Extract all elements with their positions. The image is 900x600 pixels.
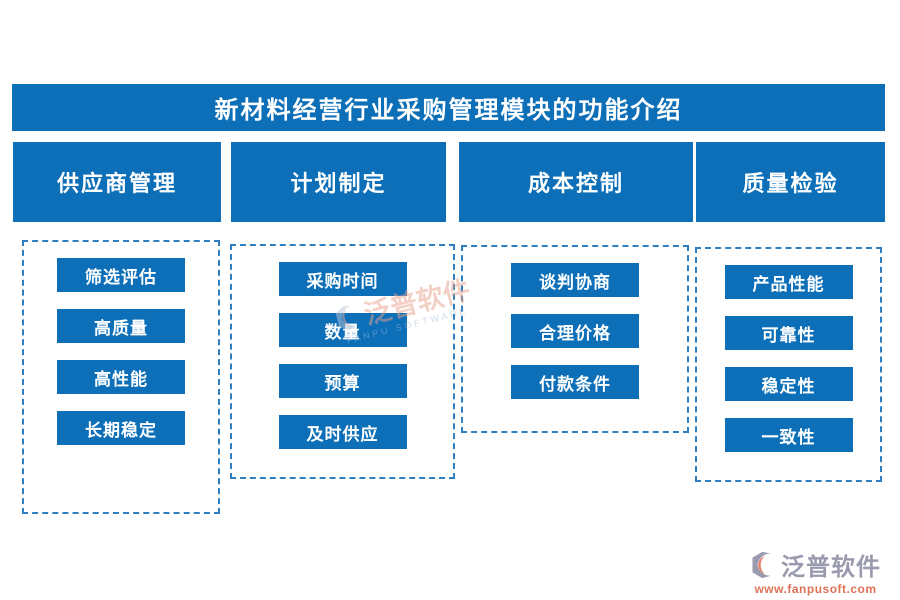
- function-button: 产品性能: [724, 265, 853, 299]
- function-group-quality-inspection: 产品性能可靠性稳定性一致性: [695, 247, 882, 482]
- function-button: 长期稳定: [57, 411, 185, 445]
- function-group-supplier-management: 筛选评估高质量高性能长期稳定: [22, 240, 220, 514]
- function-button: 合理价格: [511, 314, 639, 348]
- function-button: 高质量: [57, 309, 185, 343]
- function-group-plan-making: 采购时间数量预算及时供应: [230, 244, 455, 479]
- function-button: 谈判协商: [511, 263, 639, 297]
- function-button: 可靠性: [724, 316, 853, 350]
- function-button: 高性能: [57, 360, 185, 394]
- brand-name: 泛普软件: [781, 554, 881, 581]
- function-button: 付款条件: [511, 365, 639, 399]
- fanpu-logo-icon: [750, 550, 778, 580]
- function-button: 预算: [278, 364, 407, 398]
- column-header-plan-making: 计划制定: [231, 142, 446, 222]
- column-header-cost-control: 成本控制: [459, 142, 693, 222]
- function-button: 采购时间: [278, 262, 407, 296]
- fanpu-brand-logo: 泛普软件 www.fanpusoft.com: [750, 547, 881, 596]
- function-button: 数量: [278, 313, 407, 347]
- brand-url: www.fanpusoft.com: [754, 582, 877, 596]
- function-button: 一致性: [724, 418, 853, 452]
- column-header-quality-inspection: 质量检验: [696, 142, 885, 222]
- function-group-cost-control: 谈判协商合理价格付款条件: [461, 245, 689, 433]
- function-button: 及时供应: [278, 415, 407, 449]
- page-title: 新材料经营行业采购管理模块的功能介绍: [12, 84, 885, 131]
- column-header-supplier-management: 供应商管理: [13, 142, 221, 222]
- function-button: 筛选评估: [57, 258, 185, 292]
- function-button: 稳定性: [724, 367, 853, 401]
